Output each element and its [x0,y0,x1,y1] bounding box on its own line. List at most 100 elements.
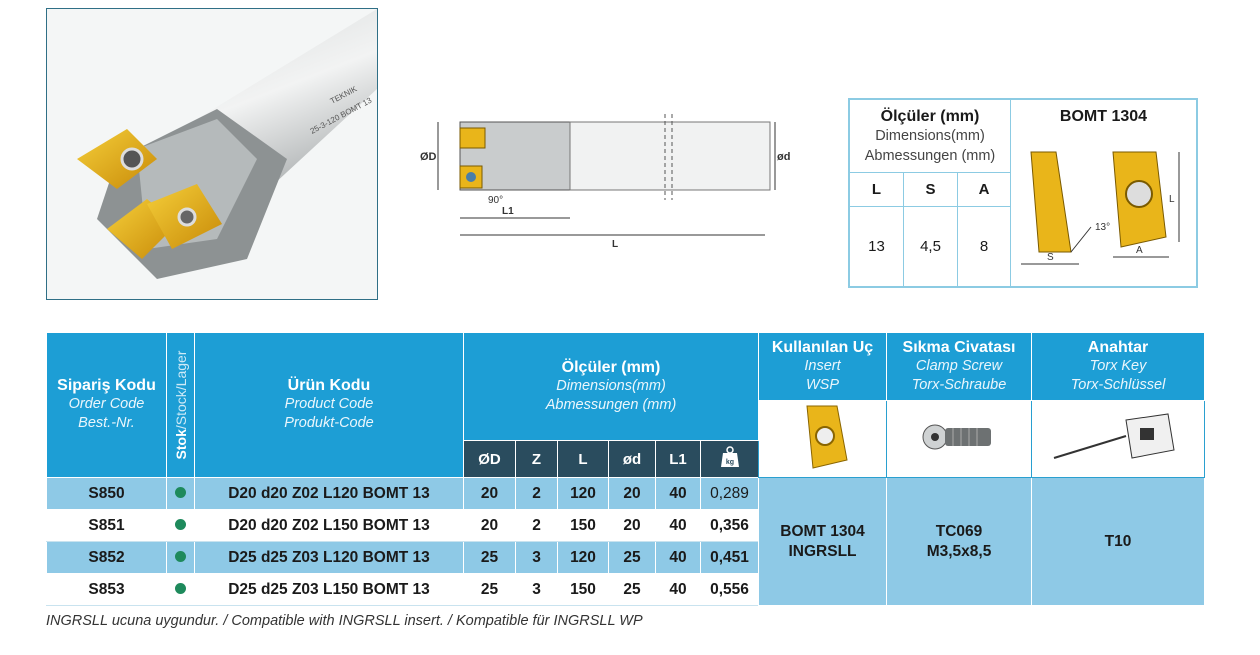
subcol-z: Z [515,440,558,478]
header-stock: Stok/Stock/Lager [166,332,195,478]
stock-cell [166,541,195,574]
key-value: T10 [1031,477,1206,606]
insert-title: BOMT 1304 [1059,108,1148,125]
order-code-tr: Sipariş Kodu [57,377,156,394]
screw-value-2: M3,5x8,5 [926,542,992,560]
weight-icon: kg [699,440,760,478]
dims-subtitle-de: Abmessungen (mm) [864,148,996,164]
cell-weight: 0,289 [699,477,760,510]
dims-col-s: S [904,173,958,207]
stock-tr: Stok [172,429,189,460]
cell-weight: 0,451 [699,541,760,574]
header-product-code: Ürün Kodu Product Code Produkt-Code [194,332,464,478]
table-row: S853 D25 d25 Z03 L150 BOMT 13 25 3 150 2… [46,573,1205,606]
cell-d: 25 [608,541,656,574]
cell-d: 25 [608,573,656,606]
cell-z: 2 [515,509,558,542]
stock-rest: /Stock/Lager [172,350,189,430]
dims-col-l: L [850,173,904,207]
screw-tr: Sıkma Civatası [902,338,1016,356]
key-en: Torx Key [1089,357,1147,374]
screw-value: TC069 M3,5x8,5 [886,477,1033,606]
cell-d: 20 [608,509,656,542]
cell-z: 3 [515,573,558,606]
order-code: S853 [46,573,167,606]
header-order-code: Sipariş Kodu Order Code Best.-Nr. [46,332,167,478]
insert-value: BOMT 1304 INGRSLL [758,477,888,606]
cell-od: 25 [463,541,516,574]
order-code: S850 [46,477,167,510]
technical-drawing: ØD ød 90° L1 L [420,100,800,260]
cell-weight: 0,556 [699,573,760,606]
torx-key-image [1031,400,1206,478]
screw-en: Clamp Screw [915,357,1003,374]
cell-od: 20 [463,509,516,542]
cell-od: 20 [463,477,516,510]
cell-z: 2 [515,477,558,510]
stock-cell [166,509,195,542]
stock-cell [166,573,195,606]
label-od: ØD [420,151,437,163]
product-code: D25 d25 Z03 L150 BOMT 13 [194,573,464,606]
header-insert: Kullanılan Uç Insert WSP [758,332,888,401]
subcol-l: L [557,440,609,478]
product-code-en: Product Code [284,396,374,412]
insert-label-a: A [1136,245,1143,256]
cell-l: 150 [557,509,609,542]
label-d: ød [777,151,790,163]
screw-de: Torx-Schraube [911,376,1007,393]
insert-label-s: S [1047,252,1054,263]
subcol-od: ØD [463,440,516,478]
cell-l: 120 [557,541,609,574]
in-stock-dot-icon [175,486,186,498]
insert-geometry: BOMT 1304 13° S L A [1011,100,1196,286]
dims-val-l: 13 [850,207,904,286]
insert-dimensions-box: Ölçüler (mm) Dimensions(mm) Abmessungen … [848,98,1198,288]
insert-angle: 13° [1095,222,1110,233]
product-photo: TEKNIK 25-3-120 BOMT 13 [46,8,378,300]
stock-cell [166,477,195,510]
cell-l1: 40 [655,541,701,574]
cell-l1: 40 [655,509,701,542]
dims-tr: Ölçüler (mm) [561,358,661,376]
dims-en: Dimensions(mm) [556,377,666,394]
cell-l: 150 [557,573,609,606]
order-code-en: Order Code [68,396,145,412]
label-angle: 90° [488,195,503,206]
cell-z: 3 [515,541,558,574]
product-code: D25 d25 Z03 L120 BOMT 13 [194,541,464,574]
in-stock-dot-icon [175,582,186,594]
product-code: D20 d20 Z02 L120 BOMT 13 [194,477,464,510]
cell-l: 120 [557,477,609,510]
cell-l1: 40 [655,477,701,510]
product-code: D20 d20 Z02 L150 BOMT 13 [194,509,464,542]
cell-weight: 0,356 [699,509,760,542]
product-code-tr: Ürün Kodu [287,377,371,394]
order-code: S851 [46,509,167,542]
key-tr: Anahtar [1087,338,1149,356]
in-stock-dot-icon [175,550,186,562]
insert-tr: Kullanılan Uç [771,338,874,356]
cell-l1: 40 [655,573,701,606]
product-table: Sipariş Kodu Order Code Best.-Nr. Stok/S… [46,332,1206,606]
dims-de: Abmessungen (mm) [545,396,677,413]
screw-value-1: TC069 [935,522,983,540]
label-l: L [612,239,618,250]
end-mill-photo: TEKNIK 25-3-120 BOMT 13 [77,9,377,279]
compatibility-note: INGRSLL ucuna uygundur. / Compatible wit… [46,613,643,629]
dims-col-a: A [958,173,1011,207]
order-code: S852 [46,541,167,574]
subcol-d: ød [608,440,656,478]
dims-title: Ölçüler (mm) [880,108,980,125]
insert-de: WSP [806,376,840,393]
insert-en: Insert [804,357,841,374]
table-row: S850 D20 d20 Z02 L120 BOMT 13 20 2 120 2… [46,477,1206,606]
dims-val-a: 8 [958,207,1011,286]
header-dims: Ölçüler (mm) Dimensions(mm) Abmessungen … [462,332,760,441]
in-stock-dot-icon [175,518,186,530]
header-screw: Sıkma Civatası Clamp Screw Torx-Schraube [886,332,1033,401]
screw-image [886,400,1033,478]
table-row: S852 D25 d25 Z03 L120 BOMT 13 25 3 120 2… [46,541,1205,574]
subcol-l1: L1 [655,440,701,478]
header-key: Anahtar Torx Key Torx-Schlüssel [1031,332,1206,401]
